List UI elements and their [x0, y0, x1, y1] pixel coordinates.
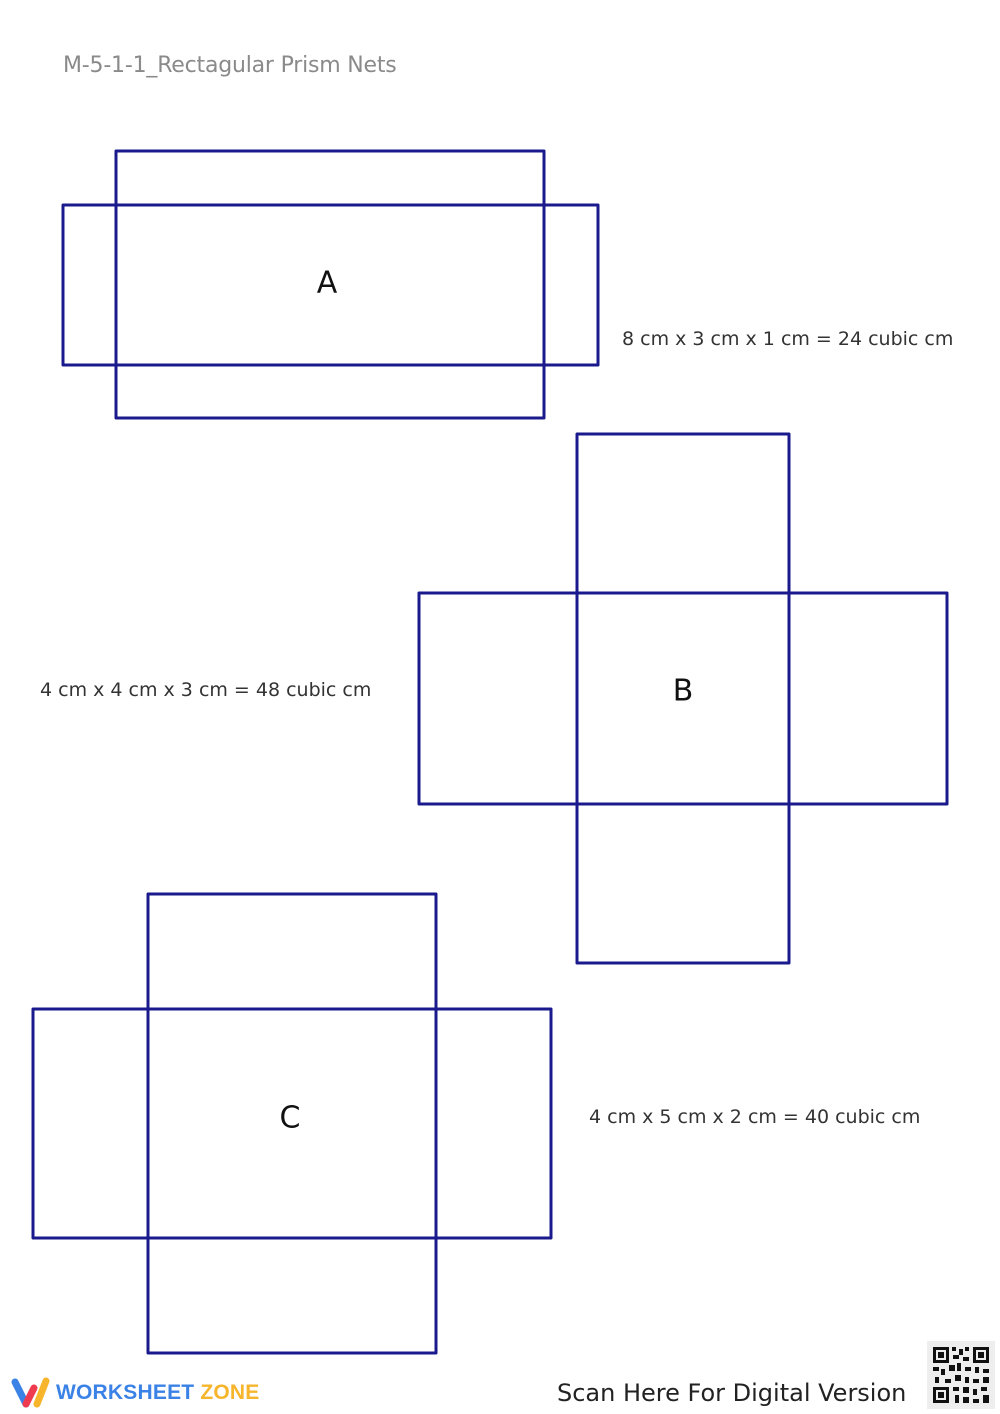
document-title: M-5-1-1_Rectagular Prism Nets [63, 53, 397, 78]
brand-worksheet: WORKSHEET [56, 1381, 195, 1404]
qr-code-icon[interactable] [927, 1341, 995, 1409]
net-a-formula: 8 cm x 3 cm x 1 cm = 24 cubic cm [622, 328, 954, 350]
net-c [31, 892, 553, 1355]
logo-w-icon [11, 1377, 50, 1408]
net-b-formula: 4 cm x 4 cm x 3 cm = 48 cubic cm [40, 679, 372, 701]
scan-instruction: Scan Here For Digital Version [557, 1379, 907, 1407]
net-b-label: B [672, 673, 694, 709]
net-c-label: C [279, 1100, 301, 1136]
net-b [417, 432, 949, 965]
net-c-formula: 4 cm x 5 cm x 2 cm = 40 cubic cm [589, 1106, 921, 1128]
net-a-label: A [316, 265, 338, 301]
brand-zone: ZONE [200, 1381, 260, 1404]
net-a [61, 149, 600, 420]
